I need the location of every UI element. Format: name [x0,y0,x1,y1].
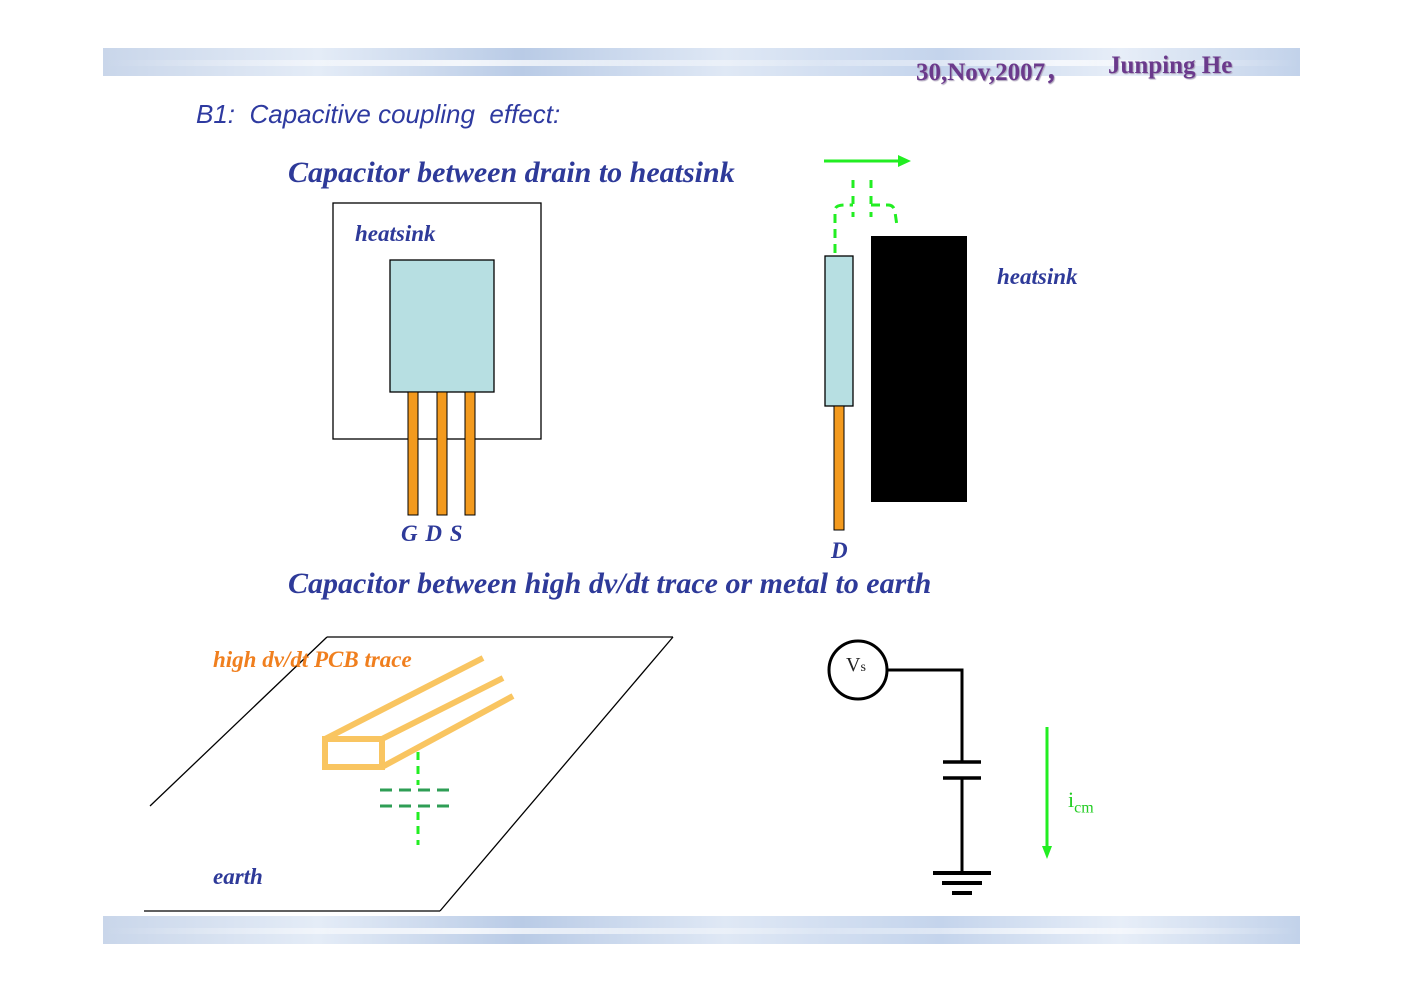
current-symbol: i [1068,787,1075,812]
drain-side-pin [833,405,845,531]
voltage-source-label: Vs [846,654,866,677]
pcb-trace-label: high dv/dt PCB trace [213,647,412,672]
earth-plane-edge-right [439,636,674,912]
source-pin [464,391,476,516]
header-date: 30,Nov,2007， [916,59,1071,86]
pin-labels: G D S [401,521,464,546]
ground-icon [933,871,991,895]
source-wire [887,668,964,762]
section-title-drain-heatsink: Capacitor between drain to heatsink [288,156,735,189]
common-mode-current-label: icm [1068,787,1094,817]
voltage-source-subscript: s [860,660,866,675]
voltage-source-symbol: V [846,654,861,676]
heatsink-label-side: heatsink [997,264,1078,289]
header-author: Junping He [1108,52,1233,79]
slide-subtitle: B1: Capacitive coupling effect: [196,99,561,129]
section-title-trace-earth: Capacitor between high dv/dt trace or me… [288,567,932,600]
heatsink-block [871,236,967,502]
mosfet-package [389,259,495,393]
drain-label: D [831,538,848,563]
footer-band [103,916,1300,944]
current-subscript: cm [1074,799,1094,817]
drain-pin [436,391,448,516]
gate-pin [407,391,419,516]
header-band [103,48,1300,76]
heatsink-label-front: heatsink [355,221,436,246]
heatsink-coupling-wire [871,203,899,227]
earth-label: earth [213,864,263,889]
coupling-arrow-head [898,155,911,167]
trace-earth-capacitor [380,752,456,845]
mosfet-side-package [824,255,854,407]
earth-plane-edge-left [149,636,328,807]
pcb-trace [322,655,515,770]
current-arrow-head [1042,846,1052,859]
drain-coupling-wire [833,203,853,253]
